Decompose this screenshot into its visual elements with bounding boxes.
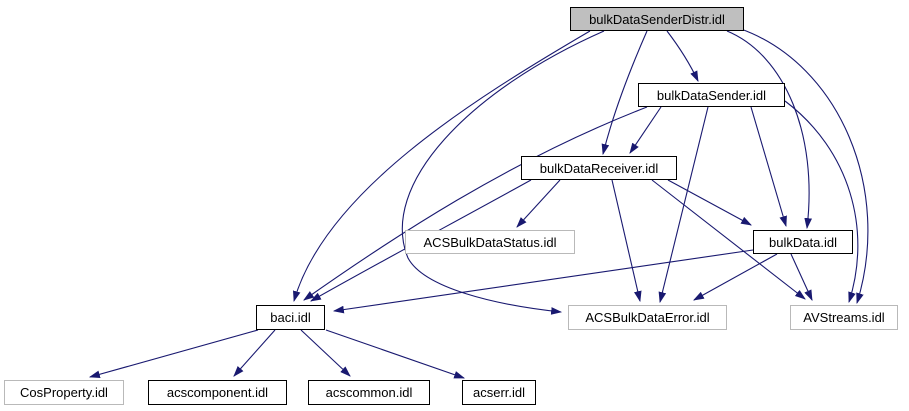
edge-bulkdata-to-error [693, 253, 778, 301]
edge-sender-to-bulkdata [750, 106, 787, 228]
edge-receiver-to-error [611, 179, 642, 303]
node-acscomponent-idl[interactable]: acscomponent.idl [148, 380, 287, 405]
node-acsbulkdataerror-idl: ACSBulkDataError.idl [568, 305, 727, 330]
node-bulkdatasender-idl[interactable]: bulkDataSender.idl [638, 83, 785, 107]
edge-senderdistr-to-error [401, 30, 605, 315]
edge-baci-to-acscommon [300, 329, 351, 377]
node-cosproperty-idl: CosProperty.idl [4, 380, 124, 405]
edge-baci-to-acserr [325, 329, 466, 379]
node-acsbulkdatastatus-idl: ACSBulkDataStatus.idl [405, 230, 575, 254]
edge-baci-to-acscomponent [233, 329, 276, 377]
node-acserr-idl[interactable]: acserr.idl [462, 380, 536, 405]
edge-receiver-to-status [516, 179, 561, 228]
edge-senderdistr-to-baci [293, 30, 591, 303]
edge-bulkdata-to-baci [332, 249, 754, 314]
edge-senderdistr-to-receiver [601, 30, 648, 156]
edge-senderdistr-to-avstreams [740, 28, 869, 305]
edge-receiver-to-bulkdata [667, 179, 752, 226]
node-avstreams-idl: AVStreams.idl [790, 305, 898, 330]
node-baci-idl[interactable]: baci.idl [256, 305, 325, 330]
edge-sender-to-avstreams [784, 100, 859, 304]
edge-baci-to-cosproperty [88, 329, 259, 379]
node-bulkdatareceiver-idl[interactable]: bulkDataReceiver.idl [521, 156, 677, 180]
edge-bulkdata-to-avstreams [790, 253, 813, 302]
edge-senderdistr-to-sender [666, 30, 699, 82]
node-bulkdata-idl[interactable]: bulkData.idl [753, 230, 853, 254]
edge-sender-to-baci [303, 106, 648, 301]
node-acscommon-idl[interactable]: acscommon.idl [308, 380, 430, 405]
edge-sender-to-receiver [629, 106, 662, 154]
edge-receiver-to-avstreams [651, 179, 806, 300]
node-bulkdatasenderdistr-idl: bulkDataSenderDistr.idl [570, 7, 744, 31]
edge-senderdistr-to-bulkdata [726, 30, 812, 230]
